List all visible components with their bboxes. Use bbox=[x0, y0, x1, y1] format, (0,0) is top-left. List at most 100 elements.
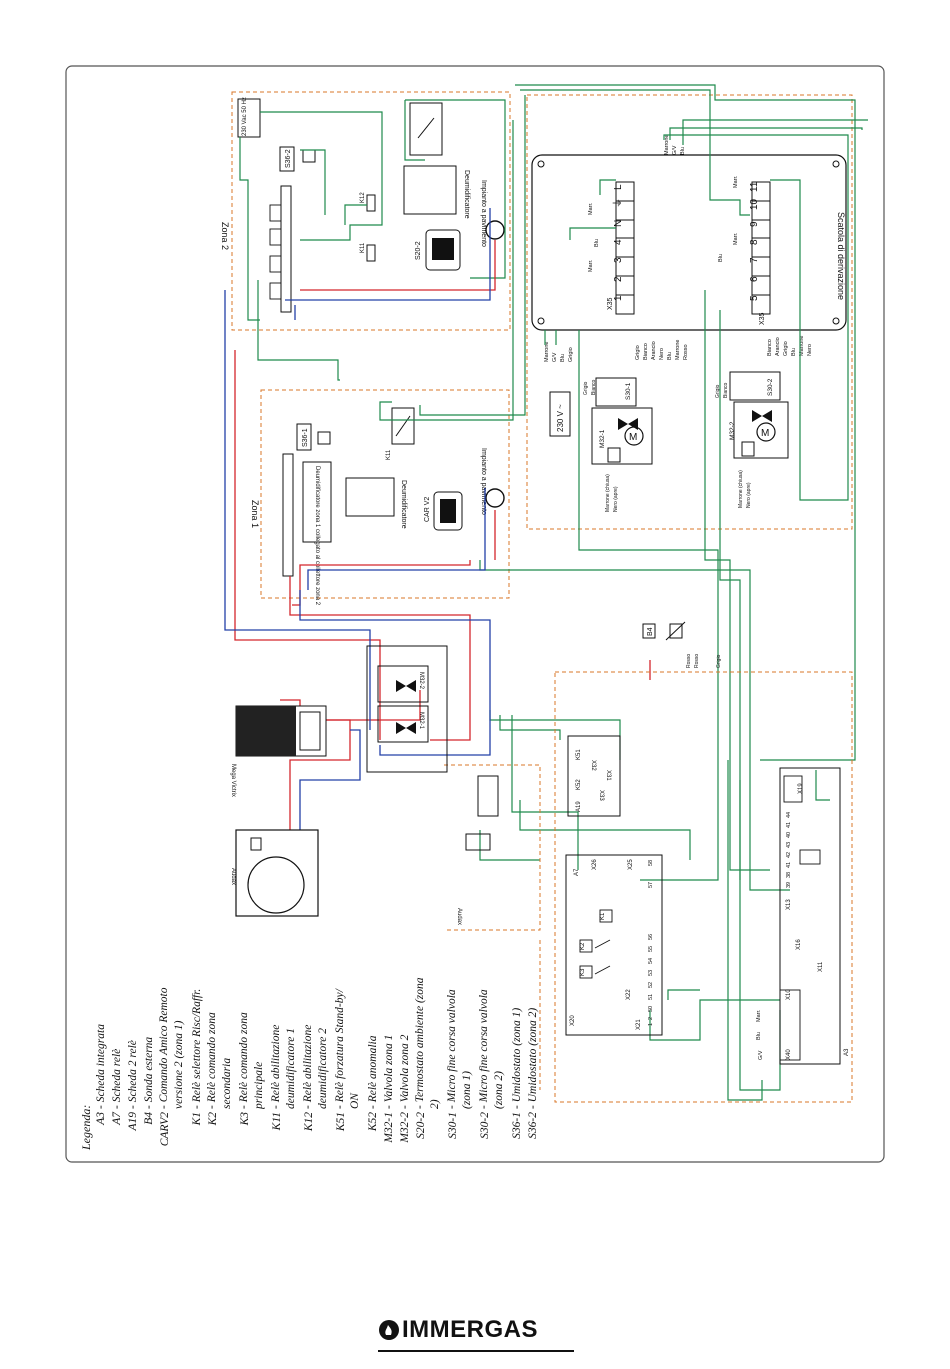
wire-top-marrone: Marrone bbox=[664, 135, 670, 155]
x35-right: X35 bbox=[759, 312, 766, 325]
floor-heating-z2 bbox=[485, 220, 505, 240]
s20-2-thermostat bbox=[425, 229, 461, 271]
wire-mid-grigio: Grigio bbox=[635, 345, 641, 360]
legend-code-k12: K12 bbox=[303, 1112, 315, 1132]
a7-t54: 54 bbox=[648, 958, 654, 964]
wires-green bbox=[239, 84, 868, 1101]
legend-desc-s30-2: - Micro fine corsa valvola (zona 2) bbox=[478, 989, 505, 1109]
legend-desc-s30-1: - Micro fine corsa valvola (zona 1) bbox=[446, 989, 473, 1109]
junction-box bbox=[531, 154, 847, 331]
audax-label-2: Audax bbox=[456, 908, 462, 925]
wire-right-marrone: Marrone bbox=[799, 336, 805, 356]
terminal-right-6: 6 bbox=[749, 276, 760, 282]
k12-relay-box bbox=[409, 102, 443, 156]
x35-left: X35 bbox=[607, 297, 614, 310]
dehum-note-box bbox=[302, 461, 332, 543]
s36-2-box bbox=[279, 146, 295, 172]
supply-label: 230 Vac 50 Hz bbox=[242, 97, 248, 136]
a3-t42: 42 bbox=[786, 852, 792, 858]
legend-code-s36-1: S36-1 bbox=[511, 1112, 523, 1139]
wires-red bbox=[234, 240, 651, 830]
m32-2-label-lower: M32-2 bbox=[418, 672, 424, 690]
wire-marr-4: Marr. bbox=[733, 232, 739, 245]
terminal-right-11: 11 bbox=[749, 181, 760, 192]
a3-t44: 44 bbox=[786, 812, 792, 818]
legend-desc-k2: - Relè comando zona secondaria bbox=[206, 1012, 233, 1109]
x13-label: X13 bbox=[786, 899, 792, 910]
legend: Legenda: A3 - Scheda integrata A7 - Sche… bbox=[79, 977, 539, 1151]
wire-left-gv: G/V bbox=[552, 352, 558, 362]
brand-underline bbox=[378, 1350, 574, 1352]
legend-code-s20-2: S20-2 bbox=[415, 1112, 427, 1139]
b4-wire-rosso-2: Rosso bbox=[694, 654, 700, 668]
terminal-strip-left bbox=[615, 181, 635, 315]
m32-2-connector bbox=[741, 441, 755, 457]
audax-connector bbox=[477, 775, 499, 817]
zone-2-valve-heads bbox=[269, 204, 282, 300]
wire-right-nero: Nero bbox=[807, 344, 813, 356]
a3-t43: 43 bbox=[786, 842, 792, 848]
x40-label: X40 bbox=[786, 1049, 792, 1060]
terminal-left-4: 4 bbox=[613, 239, 624, 245]
wire-mid-arancio: Arancio bbox=[651, 341, 657, 360]
x16-label: X16 bbox=[796, 939, 802, 950]
a7-t2: 2 bbox=[648, 1017, 654, 1020]
legend-desc-m32-2: - Valvola zona 2 bbox=[399, 1034, 411, 1109]
a7-t51: 51 bbox=[648, 994, 654, 1000]
legend-desc-k3: - Relè comando zona principale bbox=[238, 1012, 265, 1109]
m32-1-grigio: Grigio bbox=[583, 381, 589, 395]
car-v2-label: CAR V2 bbox=[424, 497, 431, 522]
k11-label-z2: K11 bbox=[360, 242, 366, 253]
terminal-left-earth: ⏚ bbox=[612, 198, 624, 208]
m32-1-connector bbox=[607, 447, 621, 463]
zone-1-area bbox=[260, 389, 510, 599]
lower-dashed-area bbox=[554, 671, 853, 1103]
a7-t57: 57 bbox=[648, 882, 654, 888]
a7-relays bbox=[579, 909, 613, 979]
junction-box-area bbox=[526, 94, 853, 530]
dehumidifier-label-z1: Deumidificatore bbox=[400, 480, 407, 529]
terminal-left-N: N bbox=[613, 220, 624, 227]
k11-relay-box bbox=[391, 407, 415, 445]
legend-desc-car: - Comando Amico Remoto versione 2 (zona … bbox=[158, 987, 185, 1109]
legend-desc-k1: - Relè selettore Risc/Raffr. bbox=[191, 989, 203, 1109]
terminal-strip-right bbox=[751, 181, 771, 315]
a3-gv: G/V bbox=[758, 1050, 764, 1060]
zone-2-area bbox=[231, 91, 511, 331]
terminal-left-3: 3 bbox=[613, 257, 624, 263]
terminal-left-1: 1 bbox=[613, 295, 624, 301]
car-v2-device bbox=[433, 491, 463, 531]
wire-left-grigio: Grigio bbox=[568, 347, 574, 362]
legend-desc-a19: - Scheda 2 relè bbox=[127, 1040, 139, 1109]
x20-label: X20 bbox=[570, 1015, 576, 1026]
wire-blu-1: Blu bbox=[594, 239, 600, 247]
k3-label: K3 bbox=[580, 968, 586, 976]
a3-marr: Marr. bbox=[756, 1009, 762, 1022]
a3-t41b: 41 bbox=[786, 822, 792, 828]
supply-230v-label: 230 V ~ bbox=[556, 404, 565, 432]
audax-label: Audax bbox=[230, 868, 236, 885]
manifold-zone-1 bbox=[282, 453, 294, 577]
m32-2-bianco: Bianco bbox=[723, 382, 729, 398]
mega-victrix-label: Mega Victrix bbox=[230, 764, 236, 797]
wire-left-blu: Blu bbox=[560, 354, 566, 362]
legend-desc-k11: - Relè abilitazione deumidificatore 1 bbox=[270, 1024, 297, 1109]
dehumidifier-zone-1 bbox=[345, 477, 395, 517]
legend-code-a19: A19 bbox=[127, 1112, 139, 1132]
a7-t56: 56 bbox=[648, 934, 654, 940]
x31-label: X31 bbox=[605, 770, 611, 781]
wire-mid-bianco: Bianco bbox=[643, 343, 649, 360]
s30-2-label: S30-2 bbox=[767, 378, 774, 396]
a7-t52: 52 bbox=[648, 982, 654, 988]
wire-right-blu: Blu bbox=[791, 348, 797, 356]
legend-desc-k12: - Relè abilitazione deumidificatore 2 bbox=[302, 1024, 329, 1109]
s36-2-label: S36-2 bbox=[285, 149, 292, 168]
legend-desc-s36-2: - Umidostato (zona 2) bbox=[527, 1008, 539, 1109]
wire-marr-2: Marr. bbox=[588, 259, 594, 272]
zone-2-label: Zona 2 bbox=[220, 222, 230, 250]
terminal-right-5: 5 bbox=[749, 295, 760, 301]
x11-label: X11 bbox=[818, 961, 824, 972]
dehumidifier-zone-2 bbox=[403, 165, 457, 215]
legend-desc-b4: - Sonda esterna bbox=[143, 1037, 155, 1109]
